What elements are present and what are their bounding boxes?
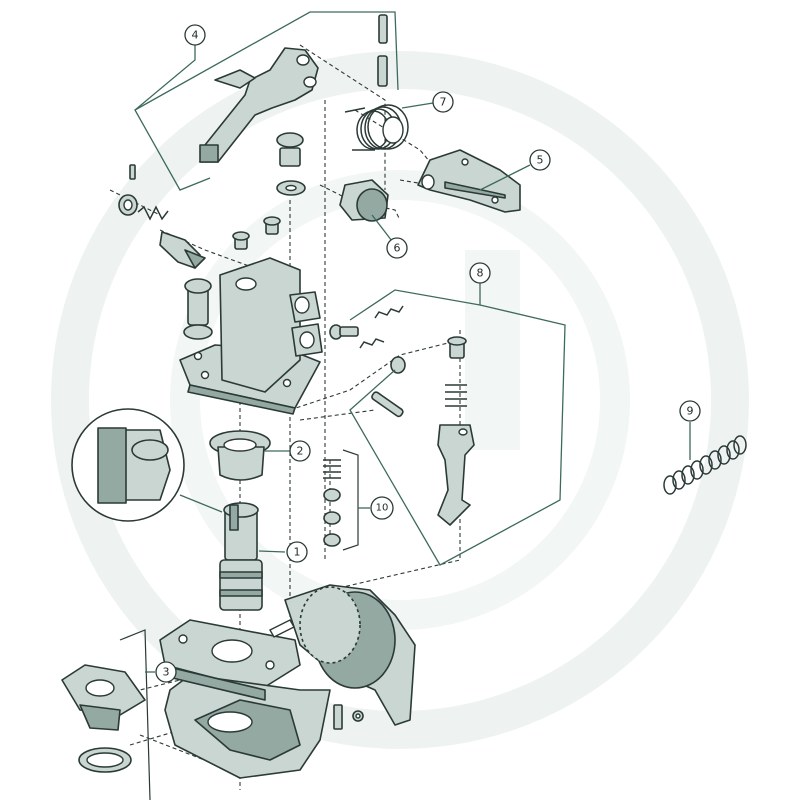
callout-10-label: 10 <box>376 503 389 514</box>
coil-spring-part <box>663 435 747 495</box>
callout-7: 7 <box>432 91 454 113</box>
bushing-part <box>339 179 389 222</box>
bracket-and-ring-part <box>61 629 151 800</box>
callout-1-label: 1 <box>294 546 301 559</box>
small-pin-parts <box>118 164 281 269</box>
callout-6: 6 <box>386 237 408 259</box>
callout-2: 2 <box>289 440 311 462</box>
watermark-logo <box>51 51 749 749</box>
callout-4-label: 4 <box>192 29 199 42</box>
callout-10: 10 <box>370 496 394 520</box>
callout-1: 1 <box>286 541 308 563</box>
torsion-spring-part <box>344 104 409 151</box>
callout-8: 8 <box>469 262 491 284</box>
callout-6-label: 6 <box>394 242 401 255</box>
bearing-bush-part <box>209 430 271 481</box>
ball-spring-stack <box>323 449 359 551</box>
callout-4: 4 <box>184 24 206 46</box>
coupling-jaw-base <box>159 584 416 779</box>
shaft-plunger-part <box>219 502 263 611</box>
callout-5-label: 5 <box>537 154 544 167</box>
callout-2-label: 2 <box>297 445 304 458</box>
callout-9-label: 9 <box>687 405 694 418</box>
plate-part <box>417 149 521 213</box>
lever-handle-part <box>199 47 319 163</box>
detail-magnifier <box>71 408 223 522</box>
top-pins <box>377 14 388 87</box>
callout-3-label: 3 <box>163 666 170 679</box>
callout-5: 5 <box>529 149 551 171</box>
callout-8-label: 8 <box>477 267 484 280</box>
housing-body-part <box>179 257 323 415</box>
side-screws <box>329 305 406 374</box>
leader-lines <box>134 11 691 673</box>
bolt-and-washer <box>276 132 306 196</box>
callout-7-label: 7 <box>440 96 447 109</box>
latch-group-part <box>371 336 475 526</box>
callout-9: 9 <box>679 400 701 422</box>
callout-3: 3 <box>155 661 177 683</box>
